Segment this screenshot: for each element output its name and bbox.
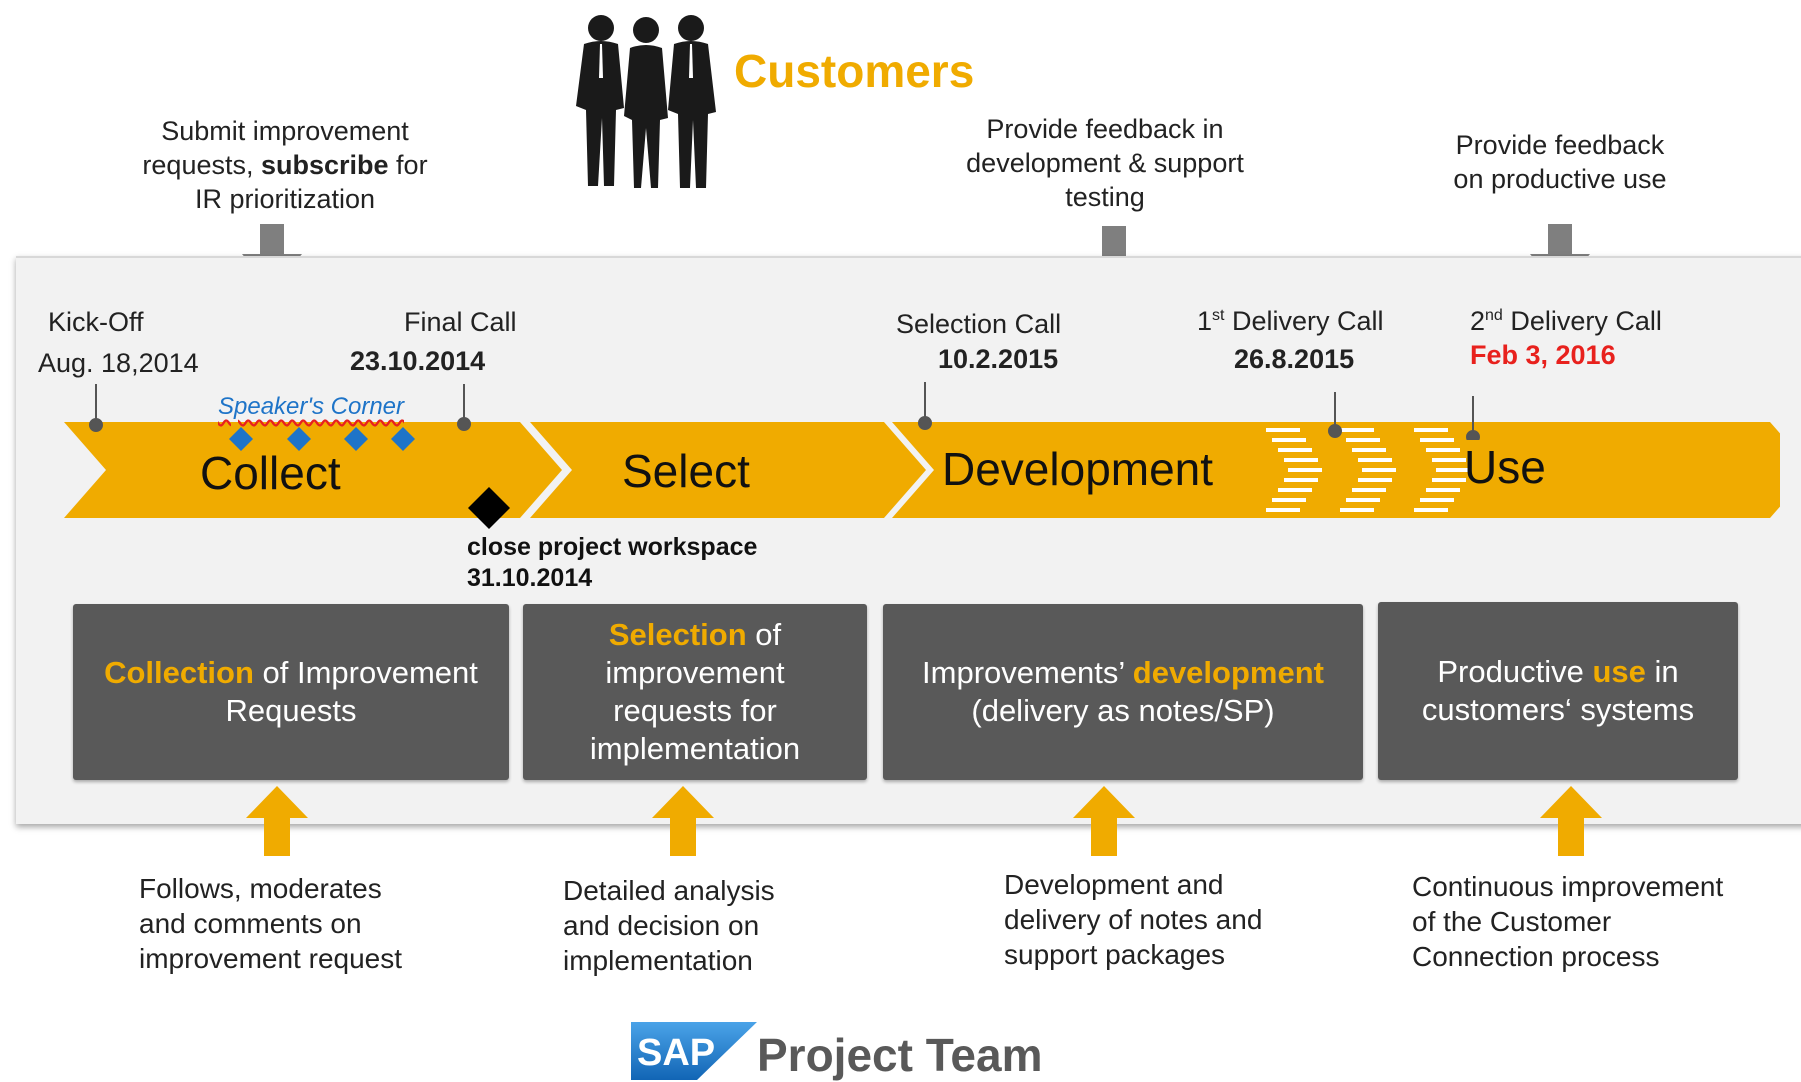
box-selection-line1: Selection of — [590, 616, 800, 654]
milestone-final-call-date: 23.10.2014 — [350, 346, 486, 376]
box-development: Improvements’ development (delivery as n… — [883, 604, 1363, 780]
up-arrow-icon — [1540, 786, 1602, 856]
box-development-line1: Improvements’ development — [922, 654, 1324, 692]
stripe-chevron-3 — [1414, 428, 1470, 512]
milestone-pins — [89, 382, 1480, 440]
selection-highlight: Selection — [608, 617, 747, 652]
use-line1: Provide feedback — [1455, 130, 1665, 160]
close-workspace-date: 31.10.2014 — [467, 564, 593, 592]
box-use-line1: Productive use in — [1422, 653, 1694, 691]
milestone-final-call-label: Final Call — [404, 307, 517, 337]
box-use: Productive use in customers‘ systems — [1378, 602, 1738, 780]
team-development-line1: Development and — [1004, 869, 1224, 900]
chevron-development — [892, 422, 1780, 518]
team-text-use: Continuous improvement of the Customer C… — [1412, 869, 1723, 974]
sap-logo-text: SAP — [637, 1032, 715, 1074]
use-post: in — [1645, 654, 1679, 689]
phase-select-label: Select — [622, 445, 750, 497]
subscribe-bold: subscribe — [260, 150, 389, 180]
sap-logo-icon: SAP — [631, 1022, 757, 1080]
phase-use-label: Use — [1464, 441, 1546, 493]
phase-collect-label: Collect — [200, 447, 341, 499]
milestone-selection-call-label: Selection Call — [896, 309, 1062, 339]
team-select-line3: implementation — [563, 945, 753, 976]
process-chevrons — [64, 422, 1780, 518]
milestone-delivery2-label: 2nd Delivery Call — [1470, 306, 1662, 337]
team-select-line2: and decision on — [563, 910, 760, 941]
box-development-line2: (delivery as notes/SP) — [971, 693, 1275, 728]
customer-input-submit-line2: requests, subscribe for — [100, 148, 470, 182]
use-line2: on productive use — [1453, 164, 1667, 194]
submit-text-part: for — [388, 150, 428, 180]
box-collection-line2: Requests — [225, 693, 357, 728]
box-selection: Selection of improvement requests for im… — [523, 604, 867, 780]
box-selection-line2: improvement — [605, 655, 785, 690]
customers-silhouette-icon — [576, 15, 716, 188]
milestone-delivery1-date: 26.8.2015 — [1234, 344, 1355, 374]
team-collect-line3: improvement request — [139, 943, 403, 974]
development-highlight: development — [1132, 655, 1324, 690]
team-select-line1: Detailed analysis — [563, 875, 775, 906]
milestone-delivery2-date: Feb 3, 2016 — [1470, 340, 1616, 370]
collection-highlight: Collection — [104, 655, 254, 690]
team-text-select: Detailed analysis and decision on implem… — [563, 873, 775, 978]
testing-line2: development & support — [966, 148, 1244, 178]
use-highlight: use — [1592, 654, 1646, 689]
milestone-kickoff-label: Kick-Off — [48, 307, 144, 337]
team-text-collect: Follows, moderates and comments on impro… — [139, 871, 402, 976]
customer-input-submit: Submit improvement requests, subscribe f… — [100, 114, 470, 216]
delivery2-num: 2 — [1470, 306, 1486, 336]
milestone-delivery1-label: 1st Delivery Call — [1197, 306, 1384, 337]
team-use-line3: Connection process — [1412, 941, 1660, 972]
up-arrow-icon — [1073, 786, 1135, 856]
close-workspace-label: close project workspace 31.10.2014 — [467, 532, 757, 594]
customer-input-submit-line3: IR prioritization — [194, 184, 376, 214]
collection-rest: of Improvement — [253, 655, 478, 690]
box-selection-line3: requests for — [613, 693, 777, 728]
team-collect-line2: and comments on — [139, 908, 362, 939]
customer-input-submit-line1: Submit improvement — [161, 116, 409, 146]
team-collect-line1: Follows, moderates — [139, 873, 382, 904]
close-workspace-diamond-icon — [468, 487, 510, 529]
up-arrow-icon — [246, 786, 308, 856]
development-pre: Improvements’ — [922, 655, 1133, 690]
box-collection-line1: Collection of Improvement — [104, 654, 478, 692]
use-pre: Productive — [1437, 654, 1593, 689]
team-use-line1: Continuous improvement — [1412, 871, 1724, 902]
testing-line3: testing — [1065, 182, 1145, 212]
customer-input-testing: Provide feedback in development & suppor… — [920, 112, 1290, 214]
delivery2-sup: nd — [1485, 307, 1503, 324]
team-text-development: Development and delivery of notes and su… — [1004, 867, 1262, 972]
stripe-chevron-2 — [1340, 428, 1396, 512]
speakers-corner-diamonds — [229, 427, 415, 451]
team-use-line2: of the Customer — [1412, 906, 1612, 937]
box-selection-line4: implementation — [589, 731, 801, 766]
up-arrow-icon — [652, 786, 714, 856]
milestone-selection-call-date: 10.2.2015 — [938, 344, 1059, 374]
submit-text-part: requests, — [142, 150, 261, 180]
box-use-line2: customers‘ systems — [1421, 692, 1695, 727]
project-team-title: Project Team — [757, 1029, 1043, 1081]
delivery1-sup: st — [1212, 307, 1225, 324]
milestone-kickoff-date: Aug. 18,2014 — [38, 348, 199, 378]
close-workspace-line1: close project workspace — [467, 533, 758, 561]
stripe-chevron-1 — [1266, 428, 1322, 512]
customer-input-use: Provide feedback on productive use — [1400, 128, 1720, 196]
chevron-select — [530, 422, 926, 518]
testing-line1: Provide feedback in — [986, 114, 1224, 144]
box-collection: Collection of Improvement Requests — [73, 604, 509, 780]
delivery1-rest: Delivery Call — [1224, 306, 1384, 336]
team-development-line3: support packages — [1004, 939, 1226, 970]
phase-development-label: Development — [942, 443, 1214, 495]
chevron-collect — [64, 422, 562, 518]
customers-title: Customers — [734, 45, 975, 97]
delivery2-rest: Delivery Call — [1502, 306, 1662, 336]
team-development-line2: delivery of notes and — [1004, 904, 1263, 935]
delivery1-num: 1 — [1197, 306, 1213, 336]
speakers-corner-label: Speaker's Corner — [218, 393, 404, 420]
selection-rest: of — [746, 617, 782, 652]
